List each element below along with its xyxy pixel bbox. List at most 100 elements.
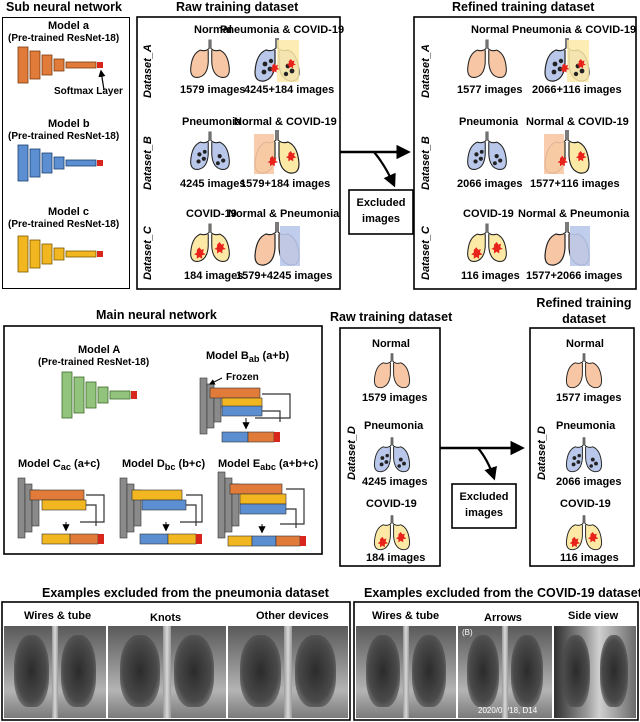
ref-d-covid-name: COVID-19: [560, 498, 611, 510]
pneumonia-examples-title: Examples excluded from the pneumonia dat…: [42, 586, 329, 600]
covid-ex-1-label: Wires & tube: [372, 610, 440, 622]
ref-b-left-name: Pneumonia: [459, 116, 519, 128]
pneumonia-examples-panel: [1, 601, 351, 721]
raw-a-left-count: 1579 images: [180, 84, 246, 96]
ref-a-left-name: Normal: [471, 24, 509, 36]
model-A-pyramid: [61, 371, 137, 419]
raw-dataset-panel: [136, 16, 341, 290]
covid-ex-3-label: Side view: [568, 610, 619, 622]
model-A-desc: (Pre-trained ResNet-18): [38, 357, 150, 368]
ref-b-left-count: 2066 images: [457, 178, 523, 190]
refined-dataset-d-title-line1: Refined training: [536, 296, 632, 310]
raw-dataset-d-title: Raw training dataset: [330, 310, 453, 324]
raw-d-pneumonia-name: Pneumonia: [364, 420, 424, 432]
covid-examples-panel: [353, 601, 639, 721]
main-network-title: Main neural network: [96, 308, 217, 322]
raw-dataset-d-label: Dataset_D: [346, 426, 358, 480]
pneu-xray-knots: [108, 626, 226, 718]
ref-a-right-name: Pneumonia & COVID-19: [512, 24, 637, 36]
model-c-pyramid: [17, 235, 103, 273]
refined-dataset-panel: [413, 16, 637, 290]
raw-a-right-count: 4245+184 images: [244, 84, 335, 96]
raw-b-right-name: Normal & COVID-19: [234, 116, 337, 128]
ref-d-normal-name: Normal: [566, 338, 604, 350]
ref-c-left-name: COVID-19: [463, 208, 514, 220]
raw-c-right-name: Normal & Pneumonia: [228, 208, 340, 220]
refined-dataset-d-title-line2: dataset: [562, 312, 606, 326]
pneu-ex-3-label: Other devices: [256, 610, 329, 622]
model-Eabc-label: Model Eabc (a+b+c): [218, 458, 319, 473]
excluded-1-line1: Excluded: [356, 197, 406, 209]
excluded-box-1: [348, 189, 414, 235]
ref-d-normal-count: 1577 images: [556, 392, 622, 404]
raw-c-right-count: 1579+4245 images: [236, 270, 333, 282]
covid-xray-wires: [356, 626, 456, 718]
model-b-desc: (Pre-trained ResNet-18): [8, 131, 120, 142]
sub-network-panel: [2, 17, 130, 289]
frozen-label: Frozen: [226, 372, 259, 383]
pneu-xray-devices: [228, 626, 348, 718]
ref-a-left-count: 1577 images: [457, 84, 523, 96]
model-c-name: Model c: [48, 206, 89, 218]
model-a-pyramid: [17, 46, 106, 91]
ref-a-right-count: 2066+116 images: [532, 84, 622, 96]
raw-b-left-name: Pneumonia: [182, 116, 242, 128]
ref-c-right-name: Normal & Pneumonia: [518, 208, 630, 220]
ref-d-covid-count: 116 images: [560, 552, 619, 564]
excluded-2-line2: images: [465, 507, 503, 519]
ref-c-right-count: 1577+2066 images: [526, 270, 623, 282]
model-Cac-diagram: [17, 477, 105, 545]
pneu-ex-1-label: Wires & tube: [24, 610, 92, 622]
pneu-xray-wires: [4, 626, 106, 718]
refined-dataset-d-panel: [529, 327, 635, 567]
raw-c-left-name: COVID-19: [186, 208, 237, 220]
normal-lungs-a: [190, 38, 230, 78]
model-A-name: Model A: [78, 344, 121, 356]
refined-dataset-a-label: Dataset_A: [420, 44, 432, 98]
refined-dataset-c-label: Dataset_C: [420, 226, 432, 280]
raw-d-pneumonia-count: 4245 images: [362, 476, 428, 488]
raw-a-right-name: Pneumonia & COVID-19: [220, 24, 345, 36]
covid-xray-side: [554, 626, 636, 718]
raw-dataset-b-label: Dataset_B: [142, 136, 154, 190]
model-b-pyramid: [17, 144, 103, 182]
model-Dbc-diagram: [119, 477, 203, 545]
raw-a-left-name: Normal: [194, 24, 232, 36]
sub-network-title: Sub neural network: [6, 0, 122, 14]
raw-d-covid-count: 184 images: [366, 552, 426, 564]
main-network-panel: [3, 325, 323, 555]
pneumonia-lungs-b: [190, 130, 230, 170]
raw-dataset-a-label: Dataset_A: [142, 44, 154, 98]
raw-d-normal-count: 1579 images: [362, 392, 428, 404]
pneu-ex-2-label: Knots: [150, 612, 182, 624]
ref-d-pneumonia-name: Pneumonia: [556, 420, 616, 432]
ref-b-right-count: 1577+116 images: [530, 178, 620, 190]
model-a-desc: (Pre-trained ResNet-18): [8, 33, 120, 44]
raw-b-right-count: 1579+184 images: [240, 178, 331, 190]
softmax-label: Softmax Layer: [54, 86, 123, 97]
covid-xray-arrows: [458, 626, 552, 718]
model-Dbc-label: Model Dbc (b+c): [122, 458, 206, 473]
ref-d-pneumonia-count: 2066 images: [556, 476, 622, 488]
model-Bab-diagram: [199, 377, 291, 443]
softmax-layer-block: [97, 62, 103, 68]
raw-dataset-title: Raw training dataset: [176, 0, 299, 14]
model-Cac-label: Model Cac (a+c): [18, 458, 101, 473]
covid-examples-title: Examples excluded from the COVID-19 data…: [364, 586, 640, 600]
ref-c-left-count: 116 images: [461, 270, 520, 282]
raw-c-left-count: 184 images: [184, 270, 244, 282]
covid-ex-2-label: Arrows: [484, 612, 522, 624]
model-Bab-label: Model Bab (a+b): [206, 350, 290, 365]
model-c-desc: (Pre-trained ResNet-18): [8, 219, 120, 230]
excluded-2-line1: Excluded: [459, 491, 509, 503]
excluded-1-line2: images: [362, 213, 400, 225]
excluded-box-2: [451, 483, 517, 529]
covid-lungs-c: [190, 222, 230, 262]
raw-dataset-c-label: Dataset_C: [142, 226, 154, 280]
ref-b-right-name: Normal & COVID-19: [526, 116, 629, 128]
raw-d-normal-name: Normal: [372, 338, 410, 350]
refined-dataset-b-label: Dataset_B: [420, 136, 432, 190]
model-Eabc-diagram: [217, 471, 306, 547]
covid-ex-2-marker: (B): [462, 628, 473, 637]
